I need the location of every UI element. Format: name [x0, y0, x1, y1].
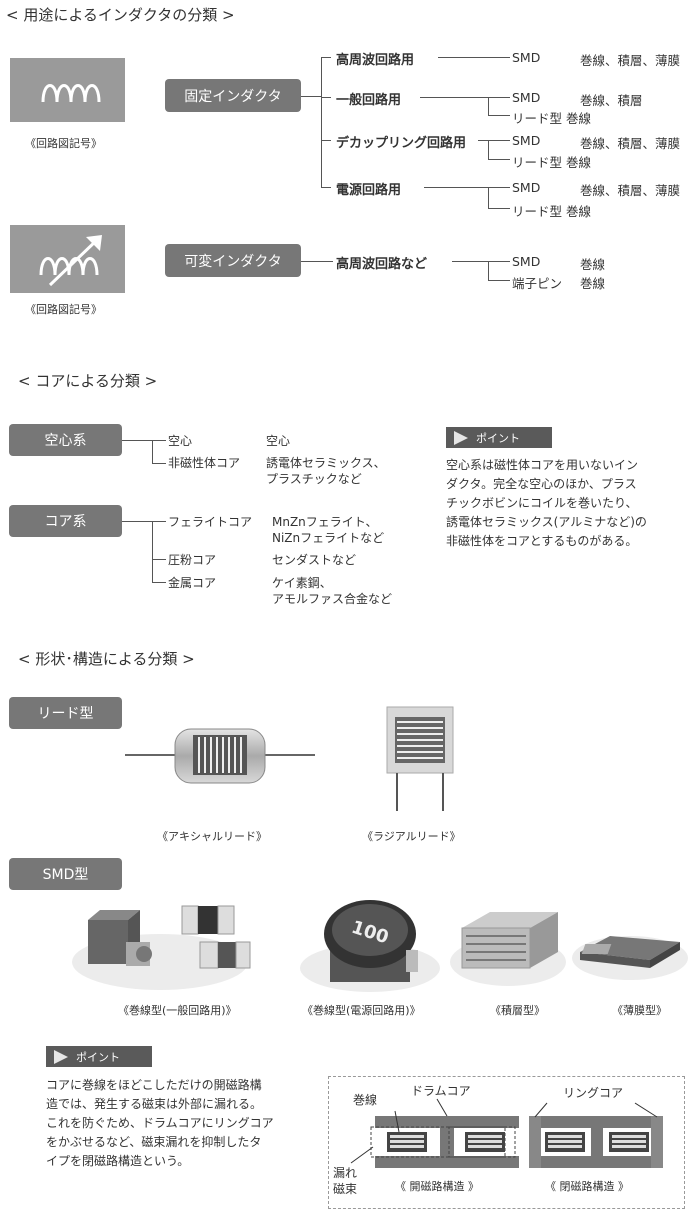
magnetic-structure-diagram: 巻線 ドラムコア リングコア 漏れ 磁束 《 開磁路構造 》 《 閉磁路構造 》 — [328, 1076, 685, 1209]
air-core-label: 空心系 — [9, 424, 122, 456]
category-high-freq: 高周波回路用 — [336, 53, 415, 68]
type-lead: リード型 — [512, 111, 563, 126]
fixed-inductor-label: 固定インダクタ — [165, 79, 301, 112]
type-lead: リード型 — [512, 155, 563, 170]
triangle-icon — [54, 1050, 68, 1064]
section-title-core: < コアによる分類 > — [18, 372, 158, 390]
method: 巻線、積層、薄膜 — [580, 183, 681, 198]
method: 巻線 — [566, 111, 592, 126]
type-smd: SMD — [512, 50, 541, 65]
label-leak-flux: 漏れ 磁束 — [333, 1166, 358, 1196]
connector — [321, 57, 322, 188]
category-high-freq-etc: 高周波回路など — [336, 257, 428, 272]
method: 巻線、積層 — [580, 93, 643, 108]
point-badge-structure: ポイント — [46, 1046, 152, 1067]
method: 巻線 — [566, 204, 592, 219]
core-item-metal: 金属コア — [168, 576, 217, 590]
smd-caption-general: 《巻線型(一般回路用)》 — [118, 1004, 237, 1017]
wirewound-general-icon — [88, 905, 251, 969]
label-drum-core: ドラムコア — [411, 1084, 471, 1098]
label-winding: 巻線 — [353, 1093, 378, 1107]
triangle-icon — [454, 431, 468, 445]
symbol-caption-fixed: 《回路図記号》 — [25, 137, 102, 150]
axial-caption: 《アキシャルリード》 — [157, 830, 267, 843]
core-item-nonmagnetic: 非磁性体コア — [168, 456, 241, 470]
structure-diagram-svg — [350, 1098, 663, 1168]
label-ring-core: リングコア — [563, 1086, 624, 1100]
core-desc: プラスチックなど — [266, 472, 362, 486]
connector — [301, 96, 321, 97]
smd-caption-power: 《巻線型(電源回路用)》 — [302, 1004, 421, 1017]
core-desc: アモルファス合金など — [272, 592, 393, 606]
smd-components-illustration: 100 — [72, 900, 688, 992]
wirewound-power-icon: 100 — [324, 900, 418, 982]
core-desc: MnZnフェライト、 — [272, 515, 378, 529]
method: 巻線 — [580, 276, 606, 291]
point-badge-core: ポイント — [446, 427, 552, 448]
radial-lead-inductor-icon — [386, 706, 454, 811]
axial-lead-inductor-icon — [125, 728, 315, 784]
open-caption: 《 開磁路構造 》 — [395, 1180, 479, 1193]
section-title-shape: < 形状･構造による分類 > — [18, 650, 195, 668]
section-title-usage: < 用途によるインダクタの分類 > — [6, 6, 235, 24]
method: 巻線 — [580, 257, 606, 272]
symbol-caption-variable: 《回路図記号》 — [25, 303, 102, 316]
multilayer-icon — [461, 912, 558, 969]
type-smd: SMD — [512, 180, 541, 195]
coil-icon — [41, 84, 101, 103]
variable-inductor-label: 可変インダクタ — [165, 244, 301, 277]
core-desc: ケイ素鋼、 — [272, 576, 332, 590]
variable-inductor-symbol — [10, 225, 125, 293]
type-lead: リード型 — [512, 204, 563, 219]
core-desc: 誘電体セラミックス、 — [266, 456, 386, 470]
type-smd: SMD — [512, 254, 541, 269]
closed-caption: 《 閉磁路構造 》 — [545, 1180, 629, 1193]
type-smd: SMD — [512, 90, 541, 105]
core-desc: NiZnフェライトなど — [272, 531, 385, 545]
core-desc: 空心 — [266, 434, 291, 448]
thin-film-icon — [580, 936, 680, 968]
point-text-core: 空心系は磁性体コアを用いないイン ダクタ。完全な空心のほか、プラス チックボビン… — [446, 458, 647, 548]
method: 巻線、積層、薄膜 — [580, 53, 681, 68]
type-smd: SMD — [512, 133, 541, 148]
type-pin: 端子ピン — [512, 276, 563, 291]
fixed-inductor-symbol — [10, 58, 125, 122]
point-text-structure: コアに巻線をほどこしただけの開磁路構 造では、発生する磁束は外部に漏れる。 これ… — [46, 1078, 274, 1168]
category-general: 一般回路用 — [336, 93, 402, 108]
lead-type-label: リード型 — [9, 697, 122, 729]
smd-caption-multilayer: 《積層型》 — [490, 1004, 545, 1017]
method: 巻線、積層、薄膜 — [580, 136, 681, 151]
core-item-ferrite: フェライトコア — [168, 515, 253, 529]
magnetic-core-label: コア系 — [9, 505, 122, 537]
method: 巻線 — [566, 155, 592, 170]
radial-caption: 《ラジアルリード》 — [362, 830, 461, 843]
core-desc: センダストなど — [272, 553, 357, 567]
core-item-powder: 圧粉コア — [168, 553, 217, 567]
variable-coil-icon — [39, 235, 102, 287]
category-power: 電源回路用 — [336, 183, 402, 198]
smd-caption-thinfilm: 《薄膜型》 — [612, 1004, 667, 1017]
core-item-air: 空心 — [168, 434, 193, 448]
smd-type-label: SMD型 — [9, 858, 122, 890]
category-decoupling: デカップリング回路用 — [336, 136, 467, 151]
